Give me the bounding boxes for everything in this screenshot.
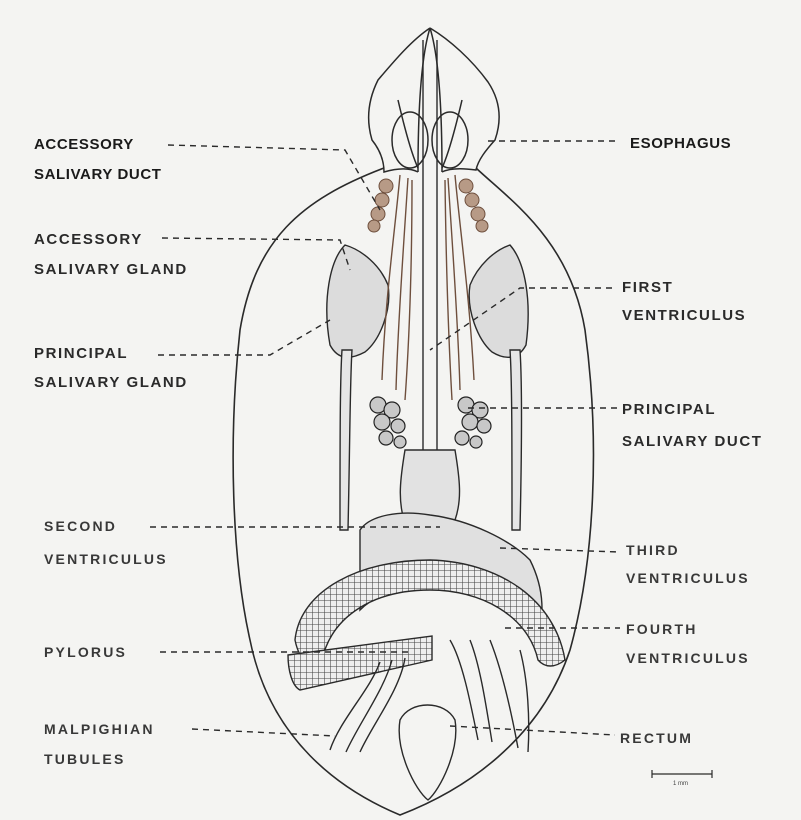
label-principal-salivary-duct-2: SALIVARY DUCT	[622, 434, 763, 449]
scale-bar-label: 1 mm	[673, 781, 688, 787]
label-third-ventriculus-1: THIRD	[626, 543, 680, 557]
label-rectum: RECTUM	[620, 731, 693, 745]
label-accessory-salivary-duct-1: ACCESSORY	[34, 137, 134, 152]
rectum	[399, 705, 456, 800]
label-principal-salivary-gland-2: SALIVARY GLAND	[34, 375, 188, 390]
label-malpighian-tubules-1: MALPIGHIAN	[44, 722, 155, 736]
label-second-ventriculus-2: VENTRICULUS	[44, 552, 168, 566]
label-accessory-salivary-gland-2: SALIVARY GLAND	[34, 262, 188, 277]
scale-bar	[652, 770, 712, 778]
label-pylorus: PYLORUS	[44, 645, 127, 659]
label-esophagus: ESOPHAGUS	[630, 136, 731, 151]
label-first-ventriculus-1: FIRST	[622, 280, 673, 295]
accessory-salivary-ducts	[368, 179, 488, 232]
label-third-ventriculus-2: VENTRICULUS	[626, 571, 750, 585]
label-accessory-salivary-duct-2: SALIVARY DUCT	[34, 167, 162, 182]
label-principal-salivary-duct-1: PRINCIPAL	[622, 402, 716, 417]
label-accessory-salivary-gland-1: ACCESSORY	[34, 232, 143, 247]
label-second-ventriculus-1: SECOND	[44, 519, 117, 533]
label-fourth-ventriculus-1: FOURTH	[626, 622, 698, 636]
label-first-ventriculus-2: VENTRICULUS	[622, 308, 746, 323]
capitulum	[369, 28, 499, 172]
esophagus-tube	[423, 40, 437, 520]
salivary-ducts	[382, 175, 474, 400]
label-principal-salivary-gland-1: PRINCIPAL	[34, 346, 128, 361]
second-ventriculus	[400, 450, 459, 520]
label-malpighian-tubules-2: TUBULES	[44, 752, 126, 766]
label-fourth-ventriculus-2: VENTRICULUS	[626, 651, 750, 665]
principal-salivary-coils	[370, 397, 491, 448]
